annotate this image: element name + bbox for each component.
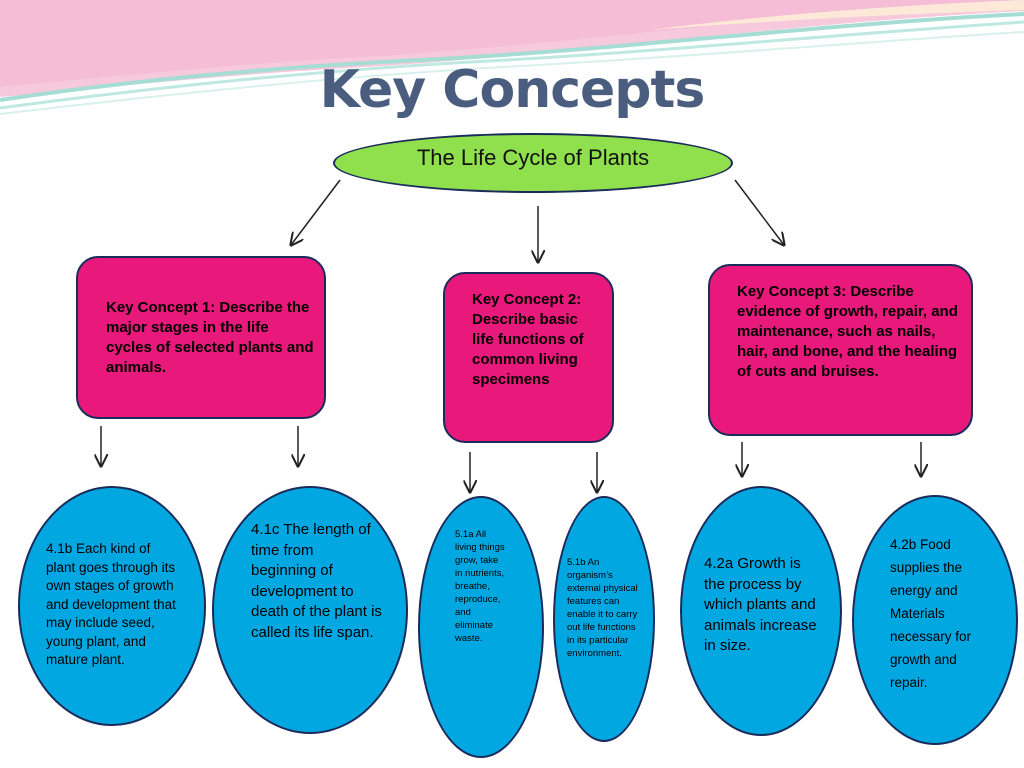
sub-concept-4-1c-oval: 4.1c The length of time from beginning o… <box>212 486 408 734</box>
sub-concept-4-2a-text: 4.2a Growth is the process by which plan… <box>704 555 817 654</box>
sub-concept-5-1a-oval: 5.1a All living things grow, take in nut… <box>418 496 544 758</box>
key-concept-2-box: Key Concept 2: Describe basic life funct… <box>443 272 614 443</box>
sub-concept-4-1b-oval: 4.1b Each kind of plant goes through its… <box>18 486 206 726</box>
key-concept-3-box: Key Concept 3: Describe evidence of grow… <box>708 264 973 436</box>
root-concept-label: The Life Cycle of Plants <box>416 145 650 170</box>
sub-concept-4-2b-oval: 4.2b Food supplies the energy and Materi… <box>852 495 1018 745</box>
sub-concept-4-2b-text: 4.2b Food supplies the energy and Materi… <box>890 537 972 690</box>
sub-concept-4-2a-oval: 4.2a Growth is the process by which plan… <box>680 486 842 736</box>
header-swoosh-decoration <box>0 0 1024 115</box>
sub-concept-5-1a-text: 5.1a All living things grow, take in nut… <box>455 529 505 644</box>
root-concept-oval: The Life Cycle of Plants <box>333 133 733 193</box>
sub-concept-4-1c-text: 4.1c The length of time from beginning o… <box>251 521 382 641</box>
sub-concept-5-1b-oval: 5.1b An organism’s external physical fea… <box>553 496 655 742</box>
key-concept-2-text: Key Concept 2: Describe basic life funct… <box>472 291 584 388</box>
key-concept-1-text: Key Concept 1: Describe the major stages… <box>106 299 314 376</box>
key-concept-1-box: Key Concept 1: Describe the major stages… <box>76 256 326 419</box>
key-concept-3-text: Key Concept 3: Describe evidence of grow… <box>737 283 958 380</box>
sub-concept-5-1b-text: 5.1b An organism’s external physical fea… <box>567 557 638 659</box>
page-title: Key Concepts <box>319 60 706 120</box>
sub-concept-4-1b-text: 4.1b Each kind of plant goes through its… <box>46 541 176 667</box>
